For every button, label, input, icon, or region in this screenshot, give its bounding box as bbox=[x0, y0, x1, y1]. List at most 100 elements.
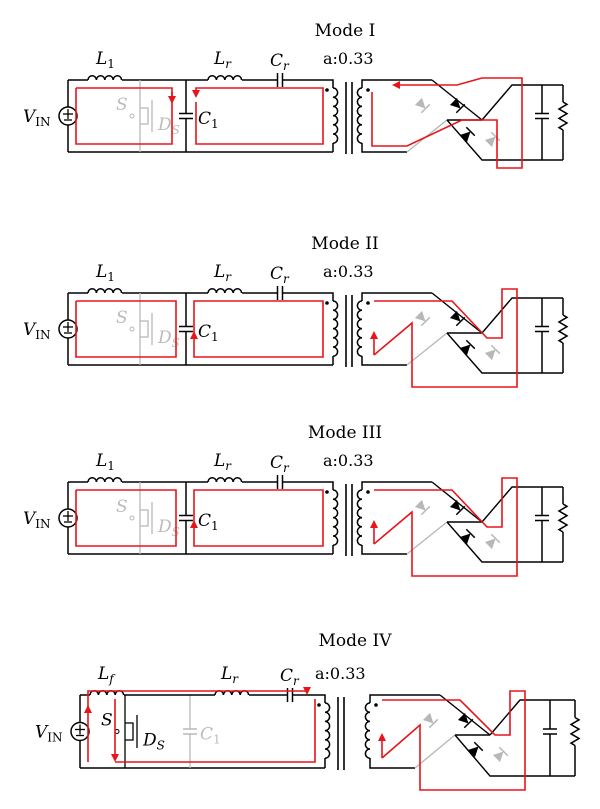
vin-label: VIN bbox=[35, 723, 63, 745]
mode-title: Mode I bbox=[315, 21, 376, 41]
switch-icon bbox=[129, 80, 153, 152]
secondary-wire bbox=[361, 79, 432, 88]
capacitor-r-label: Cr bbox=[270, 453, 290, 475]
transformer-secondary-icon bbox=[364, 702, 371, 759]
transformer-primary-icon bbox=[332, 300, 339, 357]
capacitor-1-icon bbox=[179, 514, 193, 522]
transformer-secondary-icon bbox=[356, 300, 363, 357]
mode-title: Mode IV bbox=[319, 631, 393, 651]
vin-label: VIN bbox=[23, 320, 51, 342]
capacitor-1-label: C1 bbox=[198, 322, 219, 344]
capacitor-r-icon bbox=[276, 73, 284, 87]
capacitor-r-label: Cr bbox=[270, 264, 290, 286]
turns-ratio: a:0.33 bbox=[323, 262, 374, 281]
inductor-r-label: Lr bbox=[220, 664, 239, 686]
diode-label: DS bbox=[157, 115, 180, 137]
switch-label: S bbox=[101, 711, 113, 731]
secondary-wire bbox=[361, 481, 432, 490]
rectifier-diode-icon bbox=[484, 131, 501, 148]
transformer-primary-icon bbox=[332, 87, 339, 144]
transformer-secondary-icon bbox=[356, 489, 363, 546]
capacitor-r-label: Cr bbox=[270, 51, 290, 73]
rectifier-diode-icon bbox=[484, 344, 501, 361]
load-resistor-icon bbox=[557, 503, 569, 533]
rectifier-diode-icon bbox=[492, 746, 509, 763]
switch-label: S bbox=[116, 308, 128, 328]
rectifier-diode-icon bbox=[449, 499, 466, 516]
mode-title: Mode III bbox=[308, 423, 382, 443]
turns-ratio: a:0.33 bbox=[323, 451, 374, 470]
rectifier-diode-icon bbox=[484, 533, 501, 550]
inductor-r-label: Lr bbox=[213, 451, 232, 473]
inductor-1-label: L1 bbox=[95, 451, 115, 473]
capacitor-1-label: C1 bbox=[198, 511, 219, 533]
turns-ratio: a:0.33 bbox=[315, 664, 366, 683]
capacitor-1-icon bbox=[179, 112, 193, 120]
secondary-wire bbox=[369, 694, 440, 703]
output-capacitor-icon bbox=[535, 514, 549, 522]
mode-panel-1: Mode I VIN L1S DS C1 Lr Cr a:0.33 bbox=[23, 21, 569, 169]
transformer-primary-icon bbox=[332, 489, 339, 546]
inductor-1-label: L1 bbox=[95, 262, 115, 284]
output-capacitor-icon bbox=[535, 112, 549, 120]
rectifier-diode-icon bbox=[467, 741, 484, 758]
load-resistor-icon bbox=[557, 314, 569, 344]
inductor-r-icon bbox=[207, 477, 243, 483]
rectifier-diode-icon bbox=[422, 712, 439, 729]
transformer-primary-icon bbox=[324, 702, 331, 759]
inductor-1-icon bbox=[87, 75, 123, 81]
rectifier-diode-icon bbox=[449, 97, 466, 114]
capacitor-r-label: Cr bbox=[280, 666, 300, 688]
rectifier-diode-icon bbox=[414, 499, 431, 516]
capacitor-r-icon bbox=[286, 688, 294, 702]
capacitor-1-label: C1 bbox=[198, 109, 219, 131]
secondary-wire bbox=[361, 143, 407, 153]
inductor-r-icon bbox=[207, 75, 243, 81]
current-path bbox=[75, 77, 523, 169]
switch-icon bbox=[114, 695, 138, 768]
secondary-wire bbox=[369, 758, 415, 769]
output-capacitor-icon bbox=[543, 728, 557, 735]
inductor-r-icon bbox=[207, 288, 243, 294]
rectifier-diode-icon bbox=[414, 97, 431, 114]
inductor-1-icon bbox=[87, 288, 123, 294]
inductor-r-label: Lr bbox=[213, 49, 232, 71]
vin-label: VIN bbox=[23, 107, 51, 129]
vin-label: VIN bbox=[23, 509, 51, 531]
load-resistor-icon bbox=[557, 101, 569, 131]
inductor-r-label: Lr bbox=[213, 262, 232, 284]
inductor-1-icon bbox=[87, 477, 123, 483]
switch-icon bbox=[129, 293, 153, 365]
switch-label: S bbox=[116, 497, 128, 517]
secondary-wire bbox=[361, 356, 407, 366]
mode-title: Mode II bbox=[311, 234, 378, 254]
switch-icon bbox=[129, 482, 153, 554]
switch-label: S bbox=[116, 95, 128, 115]
current-path bbox=[75, 288, 518, 388]
rectifier-diode-icon bbox=[414, 310, 431, 327]
capacitor-1-icon bbox=[183, 728, 197, 735]
capacitor-1-icon bbox=[179, 325, 193, 333]
secondary-wire bbox=[361, 292, 432, 301]
inductor-1-label: Lf bbox=[97, 664, 116, 686]
rectifier-diode-icon bbox=[459, 339, 476, 356]
load-resistor-icon bbox=[569, 716, 581, 747]
rectifier-diode-icon bbox=[459, 126, 476, 143]
mode-panel-4: Mode IV VIN LfS DS C1 Lr Cr a:0.33 bbox=[35, 631, 581, 791]
output-capacitor-icon bbox=[535, 325, 549, 333]
rectifier-diode-icon bbox=[459, 528, 476, 545]
transformer-secondary-icon bbox=[356, 87, 363, 144]
inductor-1-label: L1 bbox=[95, 49, 115, 71]
diode-label: DS bbox=[142, 731, 165, 753]
current-path bbox=[84, 687, 526, 791]
capacitor-r-icon bbox=[276, 475, 284, 489]
capacitor-1-label: C1 bbox=[200, 725, 221, 747]
rectifier-diode-icon bbox=[449, 310, 466, 327]
turns-ratio: a:0.33 bbox=[323, 49, 374, 68]
capacitor-r-icon bbox=[276, 286, 284, 300]
current-path bbox=[75, 477, 518, 577]
secondary-wire bbox=[361, 545, 407, 555]
